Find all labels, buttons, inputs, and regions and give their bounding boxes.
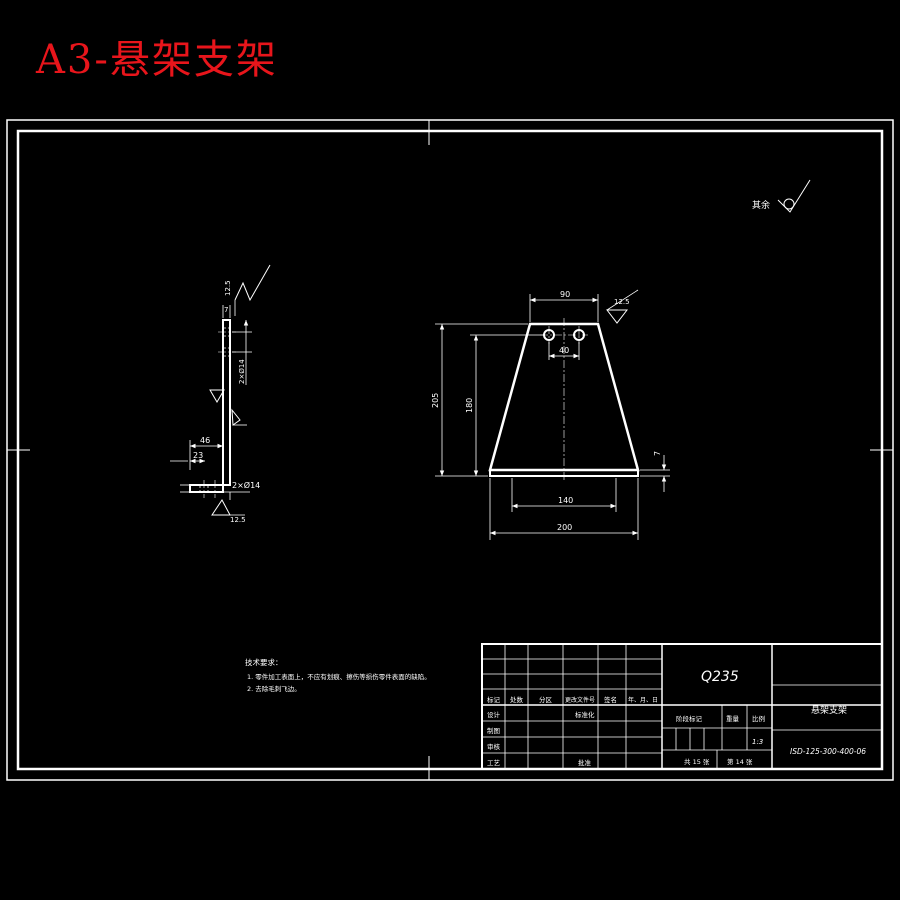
front-dim-180: 180 (465, 398, 474, 413)
roughness-side-bottom: 12.5 (230, 516, 246, 524)
side-dim-46: 46 (200, 436, 210, 445)
inner-frame (16, 129, 884, 771)
tb-weight-label: 重量 (726, 715, 740, 723)
roughness-side-top: 12.5 (224, 280, 232, 296)
tb-sheet-no: 第 14 张 (727, 757, 753, 766)
tb-header-mark: 标记 (487, 695, 501, 704)
tb-drawing-no: ISD-125-300-400-06 (790, 747, 866, 756)
side-dim-holes: 2×Ø14 (238, 359, 246, 384)
front-dim-90: 90 (560, 290, 570, 299)
front-dim-205: 205 (431, 393, 440, 408)
roughness-front-top: 12.5 (614, 298, 630, 306)
tech-req-line-2: 2. 去除毛刺飞边。 (247, 684, 301, 693)
front-view: 90 12.5 40 205 180 (431, 289, 670, 540)
surface-note-text: 其余 (752, 199, 770, 211)
tb-row-process: 工艺 (487, 759, 501, 767)
technical-requirements: 技术要求： 1. 零件加工表面上，不应有划痕、擦伤等损伤零件表面的缺陷。 2. … (245, 657, 431, 693)
title-block: 标记 处数 分区 更改文件号 签名 年、月、日 设计 标准化 制图 审核 工艺 … (481, 643, 883, 770)
general-roughness-note: 其余 (752, 179, 811, 213)
front-dim-200: 200 (557, 523, 572, 532)
tb-row-design: 设计 (487, 710, 501, 719)
tb-row-check: 审核 (487, 742, 501, 751)
drawing-heading: A3-悬架支架 (36, 37, 278, 83)
tb-material: Q235 (701, 669, 739, 685)
centering-marks (7, 120, 893, 780)
outer-frame (6, 119, 894, 781)
front-dim-40: 40 (559, 346, 569, 355)
tb-header-zone: 分区 (539, 695, 553, 704)
tb-scale-value: 1:3 (752, 738, 763, 746)
tb-header-signature: 签名 (604, 695, 617, 704)
tb-header-date: 年、月、日 (628, 696, 658, 704)
tb-row-approve: 批准 (578, 758, 592, 767)
tb-header-count: 处数 (510, 695, 524, 704)
tb-stage-mark: 阶段标记 (676, 714, 703, 723)
side-view-profile (189, 319, 231, 493)
tb-scale-label: 比例 (752, 714, 765, 723)
tb-sheets-total: 共 15 张 (684, 757, 710, 766)
tb-part-name: 悬架支架 (811, 704, 847, 716)
tb-row-standard: 标准化 (575, 710, 595, 719)
side-dim-bottom-holes: 2×Ø14 (232, 480, 260, 490)
side-dim-23: 23 (193, 451, 203, 460)
side-dim-top-7: 7 (224, 306, 228, 314)
tech-req-title: 技术要求： (245, 657, 283, 667)
front-dim-7: 7 (653, 451, 662, 456)
tb-row-draw: 制图 (487, 726, 500, 735)
tech-req-line-1: 1. 零件加工表面上，不应有划痕、擦伤等损伤零件表面的缺陷。 (247, 672, 431, 681)
side-view: 12.5 7 2×Ø14 46 23 (170, 264, 271, 524)
tb-header-change-doc: 更改文件号 (565, 696, 595, 704)
front-dim-140: 140 (558, 496, 573, 505)
